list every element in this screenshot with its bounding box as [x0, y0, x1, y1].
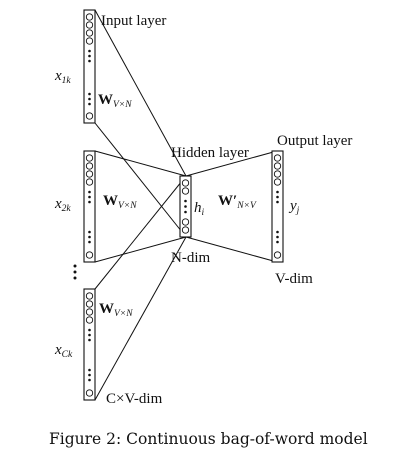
input-box-3: [83, 288, 96, 401]
input-layer-3: [83, 288, 96, 401]
n-dim-label: N-dim: [171, 250, 210, 266]
line-input3-top: [94, 175, 187, 290]
output-nodes: [273, 154, 282, 259]
figure-caption: Figure 2: Continuous bag-of-word model: [49, 430, 368, 448]
line-input1-top: [94, 9, 187, 177]
hidden-var-label: hi: [194, 200, 205, 218]
input-layer-label: Input layer: [101, 13, 166, 29]
input-var-3: xCk: [54, 342, 73, 360]
output-ellipsis: [276, 190, 279, 244]
output-weight-label: W′N×V: [218, 193, 257, 211]
connection-lines: [94, 9, 278, 401]
weight-label-1: WV×N: [98, 92, 132, 110]
input-var-2: x2k: [54, 196, 71, 214]
line-output-top: [185, 150, 278, 177]
output-layer: [271, 150, 284, 263]
line-input3-bottom: [94, 236, 187, 401]
inputs-ellipsis: [73, 264, 77, 280]
line-input2-top: [94, 150, 187, 177]
output-box: [271, 150, 284, 263]
input-box-2: [83, 150, 96, 263]
input-var-1: x1k: [54, 68, 71, 86]
input-box-1: [83, 9, 96, 124]
input-layer-1: [83, 9, 96, 124]
input-ellipsis-2: [88, 190, 91, 244]
weight-label-2: WV×N: [103, 193, 137, 211]
hidden-layer-label: Hidden layer: [171, 145, 249, 161]
hidden-ellipsis: [184, 199, 187, 214]
output-var-label: yj: [288, 198, 300, 216]
v-dim-label: V-dim: [275, 271, 313, 287]
hidden-layer: [179, 175, 192, 238]
cv-dim-label: C×V-dim: [106, 391, 163, 407]
line-input2-bottom: [94, 236, 187, 263]
input-layer-2: [83, 150, 96, 263]
input-nodes-1: [85, 13, 94, 120]
input-nodes-3: [85, 292, 94, 397]
input-ellipsis-3: [88, 328, 91, 382]
input-nodes-2: [85, 154, 94, 259]
output-layer-label: Output layer: [277, 133, 352, 149]
line-input1-bottom: [94, 122, 187, 238]
weight-label-3: WV×N: [99, 301, 133, 319]
input-ellipsis-1: [88, 49, 91, 106]
line-output-bottom: [185, 236, 278, 263]
hidden-nodes: [181, 179, 190, 234]
